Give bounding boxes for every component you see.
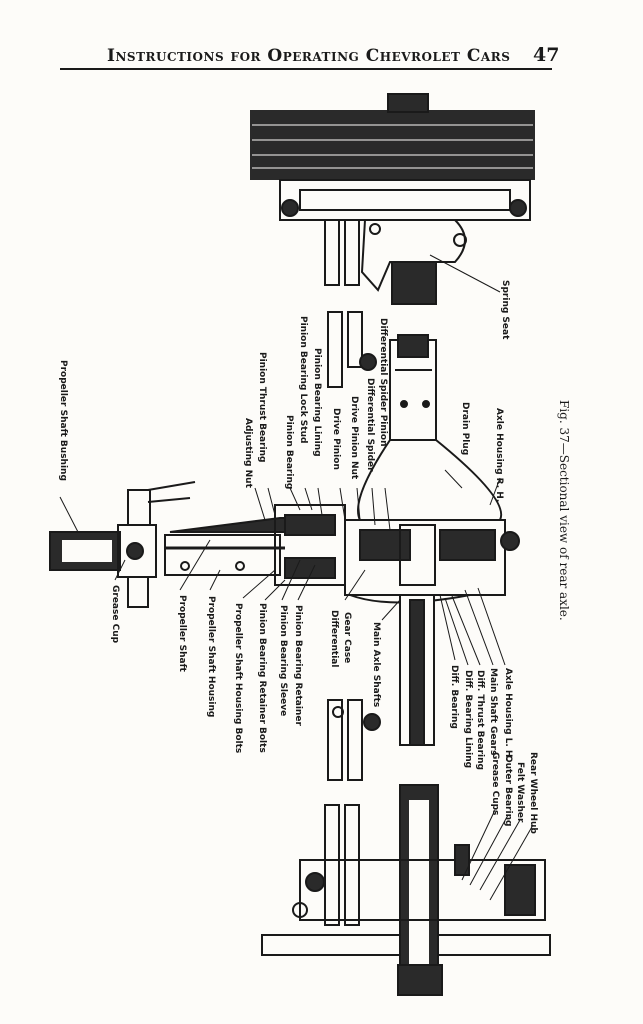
label-propeller-shaft-housing: Propeller Shaft Housing [206,596,216,717]
running-header-title: Instructions for Operating Chevrolet Car… [107,46,511,66]
label-pinion-bearing-lock-stud: Pinion Bearing Lock Stud [298,316,308,443]
label-diff-bearing: Diff. Bearing [449,665,459,729]
label-drive-pinion: Drive Pinion [331,408,341,470]
label-pinion-bearing: Pinion Bearing [284,415,294,489]
label-adjusting-nut: Adjusting Nut [243,418,253,489]
label-pinion-bearing-lining: Pinion Bearing Lining [312,348,322,457]
label-grease-cup: Grease Cup [110,585,120,644]
label-pinion-bearing-retainer-bolts: Pinion Bearing Retainer Bolts [257,603,267,753]
label-axle-housing-rh: Axle Housing R. H. [494,408,504,502]
label-spring-seat: Spring Seat [500,280,510,340]
label-diff-bearing-lining: Diff. Bearing Lining [463,670,473,768]
label-pinion-bearing-sleeve: Pinion Bearing Sleeve [278,605,288,716]
top-wheel-assembly [250,93,535,305]
label-pinion-bearing-retainer: Pinion Bearing Retainer [293,605,303,726]
page-number: 47 [533,44,560,66]
label-axle-housing-lh: Axle Housing L. H. [503,668,513,761]
figure-caption: Fig. 37—Sectional view of rear axle. [557,400,571,621]
main-axle-shaft [327,594,435,781]
label-drain-plug: Drain Plug [460,402,470,455]
label-outer-bearing: Outer Bearing [503,755,513,826]
propeller-shaft-assembly [49,481,346,608]
label-propeller-shaft-bushing: Propeller Shaft Bushing [58,360,68,481]
label-drive-pinion-nut: Drive Pinion Nut [349,396,359,480]
part-labels: Propeller Shaft Bushing Grease Cup Prope… [58,280,571,834]
label-pinion-thrust-bearing: Pinion Thrust Bearing [257,352,267,463]
leader-lines [59,254,534,901]
bottom-wheel-assembly [261,784,551,996]
label-diff-thrust-bearing: Diff. Thrust Bearing [475,670,485,770]
label-propeller-shaft: Propeller Shaft [177,595,187,672]
label-differential-spider: Differential Spider [365,378,375,472]
label-gear-case: Gear Case [342,612,352,663]
label-grease-cups: Grease Cups [490,752,500,815]
label-main-shaft-gears: Main Shaft Gears [488,668,498,755]
label-propeller-shaft-housing-bolts: Propeller Shaft Housing Bolts [233,603,243,753]
differential-housing [327,311,520,604]
label-rear-wheel-hub: Rear Wheel Hub [528,752,538,834]
label-felt-washer: Felt Washer [515,762,525,823]
label-main-axle-shafts: Main Axle Shafts [371,622,381,707]
label-differential-spider-pinion: Differential Spider Pinion [378,318,388,446]
label-differential: Differential [329,610,339,667]
header-rule [60,68,552,70]
